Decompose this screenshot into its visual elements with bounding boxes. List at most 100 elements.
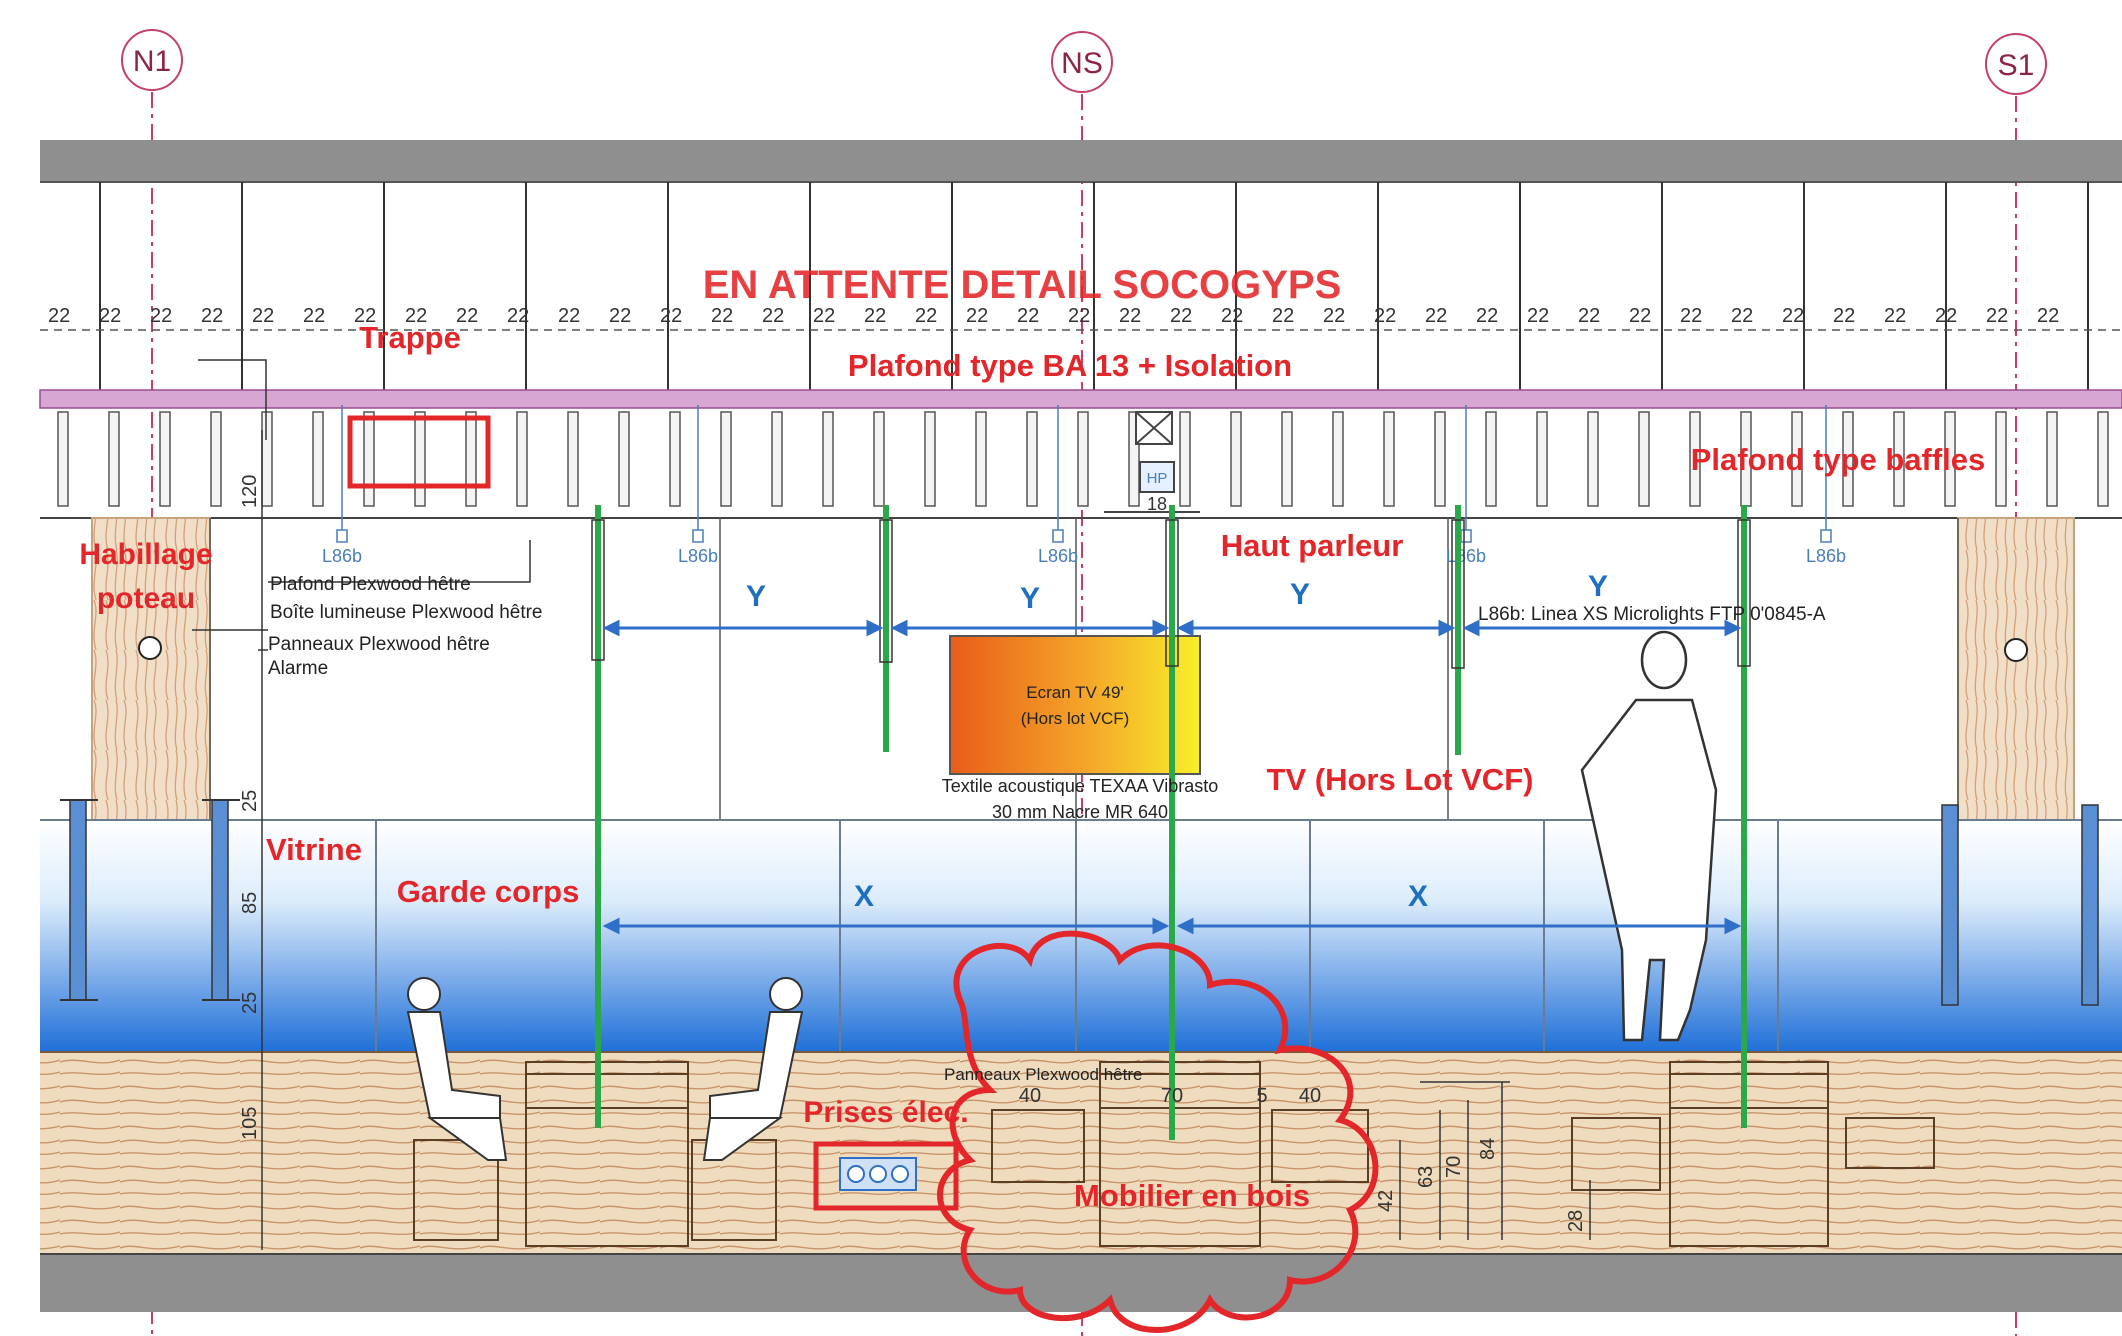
baffle <box>1893 411 1905 507</box>
baffle <box>1230 411 1242 507</box>
pole-rails <box>60 799 2099 1006</box>
baffle <box>57 411 69 507</box>
furniture-dim-lines <box>1399 1081 1591 1240</box>
baffle <box>1179 411 1191 507</box>
hp-label: HP <box>1147 470 1168 487</box>
spacing-value: 22 <box>660 305 682 327</box>
baffle <box>1128 411 1140 507</box>
tv-screen-line2: (Hors lot VCF) <box>1021 709 1130 728</box>
baffle <box>210 411 222 507</box>
baffle <box>2046 411 2058 507</box>
spacing-value: 22 <box>354 305 376 327</box>
spacing-value: 22 <box>1323 305 1345 327</box>
leader-lines <box>192 359 531 651</box>
spacing-value: 22 <box>1476 305 1498 327</box>
spacing-values-row: 22 22 22 22 22 22 22 22 22 22 22 22 22 22 22 22 22 22 22 22… <box>48 305 2059 327</box>
note-textile-line2: 30 mm Nacre MR 640 <box>992 802 1168 822</box>
baffle <box>567 411 579 507</box>
note-boite-lumineuse: Boîte lumineuse Plexwood hêtre <box>270 602 543 623</box>
dim-105: 105 <box>239 1107 261 1140</box>
baffle <box>1383 411 1395 507</box>
dim-25-bottom: 25 <box>239 992 261 1014</box>
baffle <box>516 411 528 507</box>
dim-h42: 42 <box>1375 1190 1397 1212</box>
baffle <box>1332 411 1344 507</box>
spacing-value: 22 <box>1884 305 1906 327</box>
seated-figure-right <box>702 977 804 1161</box>
spacing-value: 22 <box>1731 305 1753 327</box>
spacing-value: 22 <box>405 305 427 327</box>
baffle <box>1434 411 1446 507</box>
grid-label-s1: S1 <box>1998 49 2035 82</box>
dim-h84: 84 <box>1477 1138 1499 1160</box>
baffle <box>975 411 987 507</box>
dim-w5: 5 <box>1256 1085 1267 1107</box>
floor-slab <box>40 1254 2122 1312</box>
baffle <box>159 411 171 507</box>
tv-screen-line1: Ecran TV 49' <box>1026 683 1123 702</box>
speaker-box: HP <box>1104 411 1200 513</box>
spacing-value: 22 <box>1425 305 1447 327</box>
label-haut-parleur: Haut parleur <box>1221 528 1404 563</box>
note-panneaux-bottom: Panneaux Plexwood hêtre <box>944 1065 1142 1084</box>
title-main: EN ATTENTE DETAIL SOCOGYPS <box>703 263 1342 307</box>
baffle <box>924 411 936 507</box>
prises-highlight <box>813 1141 959 1211</box>
spacing-value: 22 <box>2037 305 2059 327</box>
guard-posts <box>595 505 1747 1140</box>
spacing-value: 22 <box>864 305 886 327</box>
luminaire-label: L86b <box>678 546 718 566</box>
spacing-value: 22 <box>456 305 478 327</box>
ceiling-hangers <box>99 182 2089 402</box>
grid-label-n1: N1 <box>133 45 171 78</box>
spacing-value: 22 <box>813 305 835 327</box>
spacing-value: 22 <box>150 305 172 327</box>
label-mobilier: Mobilier en bois <box>1074 1178 1310 1213</box>
dim-85: 85 <box>239 892 261 914</box>
trappe-highlight-box <box>347 415 491 489</box>
label-habillage-line2: poteau <box>97 582 195 615</box>
spacing-value: 22 <box>1578 305 1600 327</box>
grid-label-ns: NS <box>1061 47 1103 80</box>
spacing-value: 22 <box>1782 305 1804 327</box>
label-trappe: Trappe <box>359 320 461 355</box>
note-textile-line1: Textile acoustique TEXAA Vibrasto <box>942 776 1219 796</box>
guard-post-frames <box>591 519 1751 669</box>
baffle <box>2097 411 2109 507</box>
spacing-value: 22 <box>1374 305 1396 327</box>
baffle <box>822 411 834 507</box>
spacing-value: 22 <box>99 305 121 327</box>
spacing-x-2: X <box>1408 880 1428 913</box>
dim-120: 120 <box>239 475 261 508</box>
baffle <box>618 411 630 507</box>
spacing-value: 22 <box>507 305 529 327</box>
spacing-y-4: Y <box>1588 570 1608 603</box>
ceiling-slab <box>40 140 2122 182</box>
dim-h63: 63 <box>1415 1166 1437 1188</box>
label-habillage-line1: Habillage <box>79 538 212 571</box>
spacing-value: 22 <box>303 305 325 327</box>
revision-cloud <box>937 930 1379 1333</box>
spacing-value: 22 <box>1986 305 2008 327</box>
label-plafond-baffles: Plafond type baffles <box>1691 442 1986 477</box>
dim-w40b: 40 <box>1299 1085 1321 1107</box>
baffle <box>1485 411 1497 507</box>
label-plafond-ba13: Plafond type BA 13 + Isolation <box>848 348 1292 383</box>
spacing-value: 22 <box>1833 305 1855 327</box>
spacing-value: 22 <box>1935 305 1957 327</box>
spacing-y-1: Y <box>746 580 766 613</box>
tv-screen: Ecran TV 49' (Hors lot VCF) <box>949 635 1201 775</box>
dim-w70: 70 <box>1161 1085 1183 1107</box>
spacing-value: 22 <box>762 305 784 327</box>
spacing-value: 22 <box>1221 305 1243 327</box>
baffle <box>414 411 426 507</box>
spacing-value: 22 <box>48 305 70 327</box>
baffle <box>1536 411 1548 507</box>
baffle <box>465 411 477 507</box>
dim-hp-18: 18 <box>1147 494 1167 514</box>
spacing-value: 22 <box>915 305 937 327</box>
spacing-value: 22 <box>1017 305 1039 327</box>
baffle <box>312 411 324 507</box>
baffle <box>1281 411 1293 507</box>
